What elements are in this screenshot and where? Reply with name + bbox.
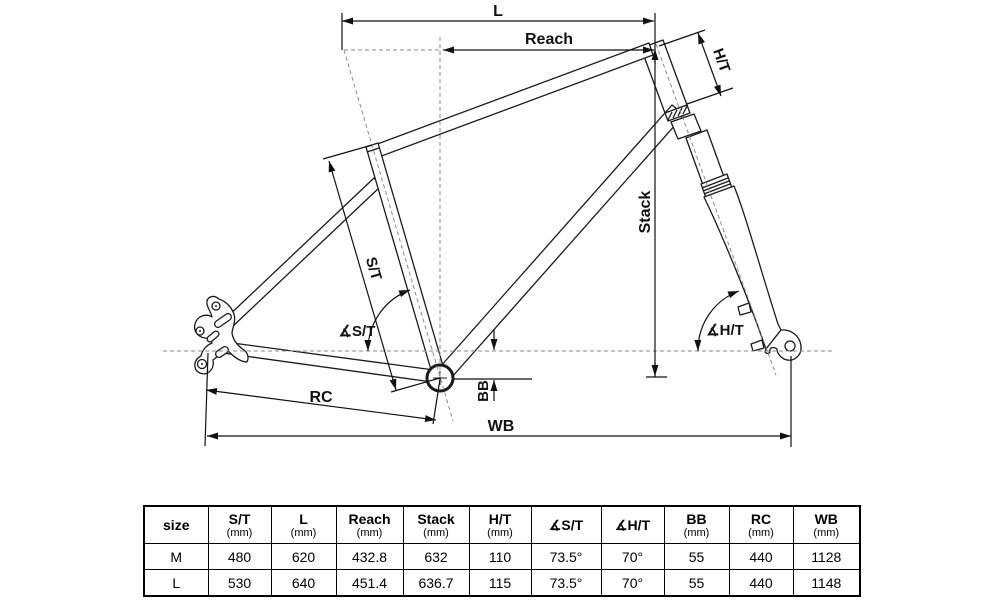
table-row-size-l: L 530 640 451.4 636.7 115 73.5° 70° 55 4… <box>143 569 861 597</box>
dimension-stack <box>646 13 667 378</box>
cell-wb: 1148 <box>792 569 861 597</box>
dimension-angle-st <box>364 289 411 352</box>
col-header-st: S/T(mm) <box>207 505 272 544</box>
cell-reach: 432.8 <box>335 543 404 570</box>
seat-collar <box>366 147 380 153</box>
label-rc: RC <box>309 389 333 406</box>
cell-angle-ht: 70° <box>600 569 665 597</box>
dimension-angle-ht <box>694 290 740 352</box>
col-header-wb: WB(mm) <box>792 505 861 544</box>
cell-stack: 636.7 <box>402 569 470 597</box>
col-header-angle-st: ∡S/T <box>530 505 602 544</box>
label-bb: BB <box>475 380 492 402</box>
dimension-labels: L Reach Stack H/T S/T ∡S/T ∡H/T BB RC WB <box>309 3 743 435</box>
headset-band <box>664 104 691 122</box>
geometry-table-container: size S/T(mm) L(mm) Reach(mm) Stack(mm) H… <box>143 505 861 597</box>
col-header-angle-ht: ∡H/T <box>600 505 665 544</box>
dimension-wb <box>207 356 792 447</box>
fork <box>664 104 802 361</box>
label-ht: H/T <box>709 46 733 75</box>
cell-angle-st: 73.5° <box>530 569 602 597</box>
fork-tab <box>737 302 752 316</box>
label-stack: Stack <box>637 191 654 234</box>
seat-stay <box>223 177 382 329</box>
cell-rc: 440 <box>728 543 794 570</box>
construction-lines <box>163 37 833 422</box>
seat-axis-line <box>343 49 454 422</box>
cell-size: M <box>143 543 209 570</box>
fork-tab <box>750 339 765 352</box>
dimensions <box>204 13 792 447</box>
cell-stack: 632 <box>402 543 470 570</box>
fork-lower-leg <box>703 185 782 350</box>
cell-angle-ht: 70° <box>600 543 665 570</box>
down-tube <box>439 104 685 378</box>
label-st: S/T <box>362 255 385 282</box>
col-header-stack: Stack(mm) <box>402 505 470 544</box>
col-header-ht: H/T(mm) <box>468 505 532 544</box>
steering-axis-line <box>655 43 777 376</box>
cell-l: 640 <box>270 569 337 597</box>
cell-ht: 115 <box>468 569 532 597</box>
cell-l: 620 <box>270 543 337 570</box>
cell-bb: 55 <box>663 543 730 570</box>
cell-bb: 55 <box>663 569 730 597</box>
label-angle-ht: ∡H/T <box>706 322 744 339</box>
chain-stay <box>222 341 435 383</box>
cell-size: L <box>143 569 209 597</box>
col-header-rc: RC(mm) <box>728 505 794 544</box>
dimension-ht <box>658 29 734 105</box>
col-header-reach: Reach(mm) <box>335 505 404 544</box>
label-reach: Reach <box>525 31 573 48</box>
col-header-l: L(mm) <box>270 505 337 544</box>
label-wb: WB <box>488 418 515 435</box>
label-angle-st: ∡S/T <box>339 323 376 340</box>
geometry-table: size S/T(mm) L(mm) Reach(mm) Stack(mm) H… <box>143 505 861 597</box>
label-l: L <box>493 3 503 20</box>
cell-angle-st: 73.5° <box>530 543 602 570</box>
cell-ht: 110 <box>468 543 532 570</box>
table-header-row: size S/T(mm) L(mm) Reach(mm) Stack(mm) H… <box>143 505 861 544</box>
dimension-rc <box>204 352 441 447</box>
cell-st: 530 <box>207 569 272 597</box>
col-header-bb: BB(mm) <box>663 505 730 544</box>
dimension-L <box>341 13 654 50</box>
cell-reach: 451.4 <box>335 569 404 597</box>
geometry-diagram: L Reach Stack H/T S/T ∡S/T ∡H/T BB RC WB <box>163 3 833 447</box>
cell-rc: 440 <box>728 569 794 597</box>
front-dropout <box>764 329 802 361</box>
table-row-size-m: M 480 620 432.8 632 110 73.5° 70° 55 440… <box>143 543 861 570</box>
cell-st: 480 <box>207 543 272 570</box>
dimension-bb <box>454 329 532 401</box>
top-tube <box>371 42 654 159</box>
front-axle <box>784 340 796 352</box>
col-header-size: size <box>143 505 209 544</box>
cell-wb: 1128 <box>792 543 861 570</box>
